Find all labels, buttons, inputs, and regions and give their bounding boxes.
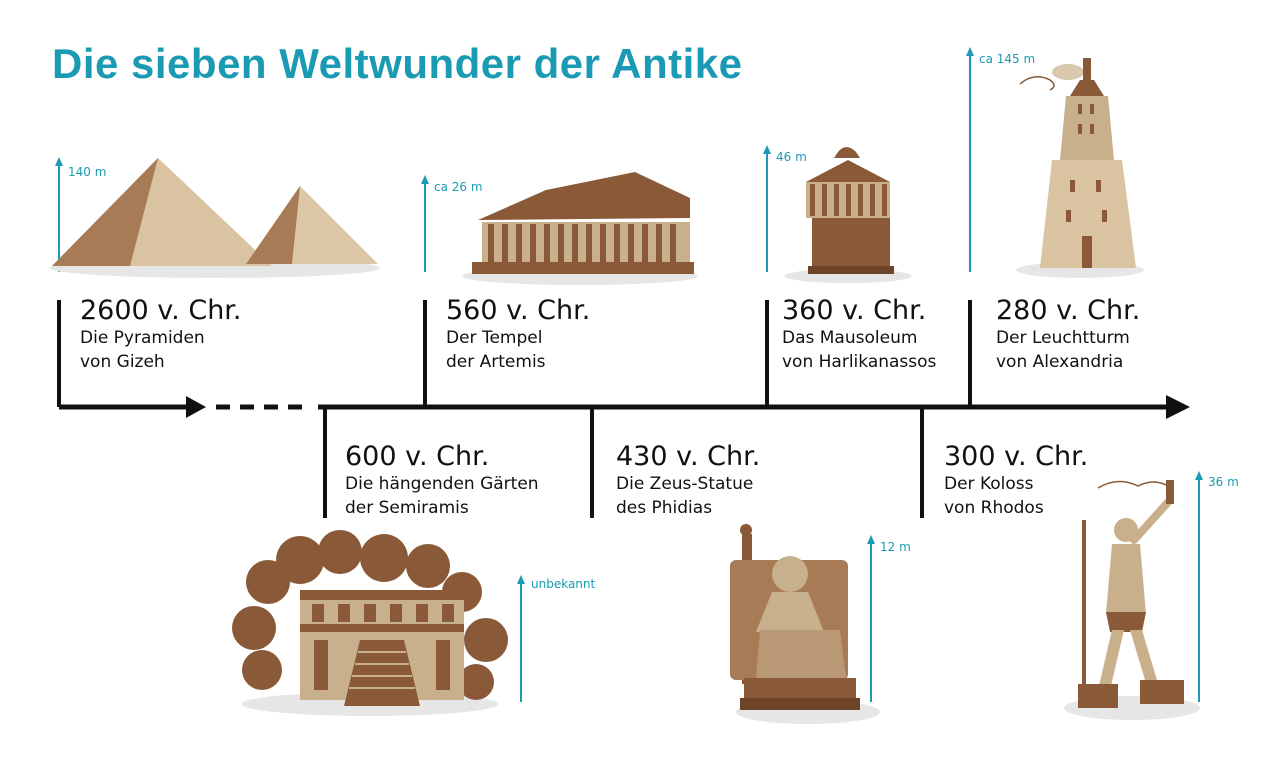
event-year: 600 v. Chr. [345,441,490,472]
timeline-ticks [57,300,972,518]
event-name-line2: des Phidias [616,498,713,518]
event-lighthouse: 280 v. Chr. Der Leuchtturm von Alexandri… [996,296,1140,374]
pyramids-illustration [50,158,380,278]
event-name-line1: Der Leuchtturm [996,328,1130,348]
page-title: Die sieben Weltwunder der Antike [52,40,743,87]
event-name-line2: der Artemis [446,352,546,372]
event-pyramids: 2600 v. Chr. Die Pyramiden von Gizeh [80,296,242,374]
event-name-line1: Der Tempel [446,328,543,348]
event-name-line1: Die hängenden Gärten [345,474,539,494]
lighthouse-illustration [1016,58,1144,278]
event-name-line2: von Gizeh [80,352,165,372]
event-name-line2: von Harlikanassos [782,352,937,372]
colossus-illustration [1064,480,1200,720]
height-label-lighthouse: ca 145 m [979,52,1036,66]
temple-illustration [462,172,698,285]
mausoleum-illustration [784,147,912,283]
height-label-zeus: 12 m [880,540,911,554]
hanging-gardens-illustration [232,530,508,716]
height-label-artemis: ca 26 m [434,180,483,194]
timeline-arrow-end [1166,395,1190,419]
event-name-line1: Die Pyramiden [80,328,205,348]
event-name-line2: von Alexandria [996,352,1124,372]
event-artemis: 560 v. Chr. Der Tempel der Artemis [446,296,590,374]
timeline-arrow-mid [186,396,206,418]
height-label-mausoleum: 46 m [776,150,807,164]
event-name-line1: Der Koloss [944,474,1034,494]
event-zeus: 430 v. Chr. Die Zeus-Statue des Phidias [616,442,760,520]
event-year: 300 v. Chr. [944,441,1089,472]
event-year: 2600 v. Chr. [80,295,242,326]
height-label-pyramids: 140 m [68,165,107,179]
event-name-line1: Das Mausoleum [782,328,918,348]
height-label-gardens: unbekannt [531,577,596,591]
event-name-line2: der Semiramis [345,498,469,518]
height-label-colossus: 36 m [1208,475,1239,489]
event-name-line2: von Rhodos [944,498,1044,518]
event-name-line1: Die Zeus-Statue [616,474,754,494]
event-mausoleum: 360 v. Chr. Das Mausoleum von Harlikanas… [782,296,936,374]
height-arrows [55,47,1203,702]
event-year: 360 v. Chr. [782,295,927,326]
event-colossus: 300 v. Chr. Der Koloss von Rhodos [944,442,1088,520]
zeus-illustration [730,524,880,724]
event-gardens: 600 v. Chr. Die hängenden Gärten der Sem… [345,442,539,520]
event-year: 280 v. Chr. [996,295,1141,326]
event-year: 430 v. Chr. [616,441,761,472]
event-year: 560 v. Chr. [446,295,591,326]
